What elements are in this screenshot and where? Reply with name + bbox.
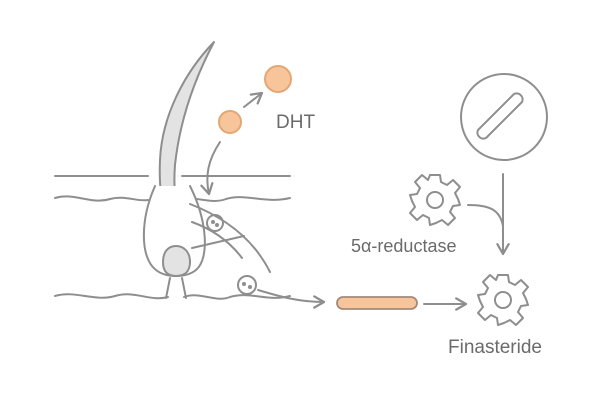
cell-dermis (237, 275, 257, 295)
arrow-dht-to-follicle (200, 141, 221, 196)
follicle-bulb (162, 245, 191, 277)
gear-icon (409, 174, 461, 226)
arrow-gear-to-pathway (467, 204, 504, 227)
finasteride-inhibitor-bar (336, 296, 418, 310)
sebaceous-gland-outer-arc (189, 203, 271, 273)
arrow-dht-conversion (243, 91, 264, 108)
cell-follicle (206, 214, 224, 232)
dermis-base-line (54, 293, 291, 300)
dht-molecule-small (218, 110, 242, 134)
finasteride-label: Finasteride (448, 337, 542, 358)
cell-follicle-dot (211, 220, 215, 224)
gland-connector-line (191, 235, 245, 249)
dht-label: DHT (276, 112, 316, 133)
reductase-label: 5α-reductase (351, 236, 457, 256)
cell-dermis-dot (242, 282, 246, 286)
follicle-root-stem (165, 277, 187, 299)
cell-follicle-dot-2 (215, 223, 219, 227)
sebaceous-gland-inner-arc (191, 221, 243, 259)
gear-icon (477, 274, 529, 326)
arrow-cell-to-inhibitor (257, 289, 326, 309)
dht-molecule-large (264, 65, 292, 93)
pill-icon (460, 73, 548, 161)
cell-dermis-dot-2 (248, 285, 252, 289)
